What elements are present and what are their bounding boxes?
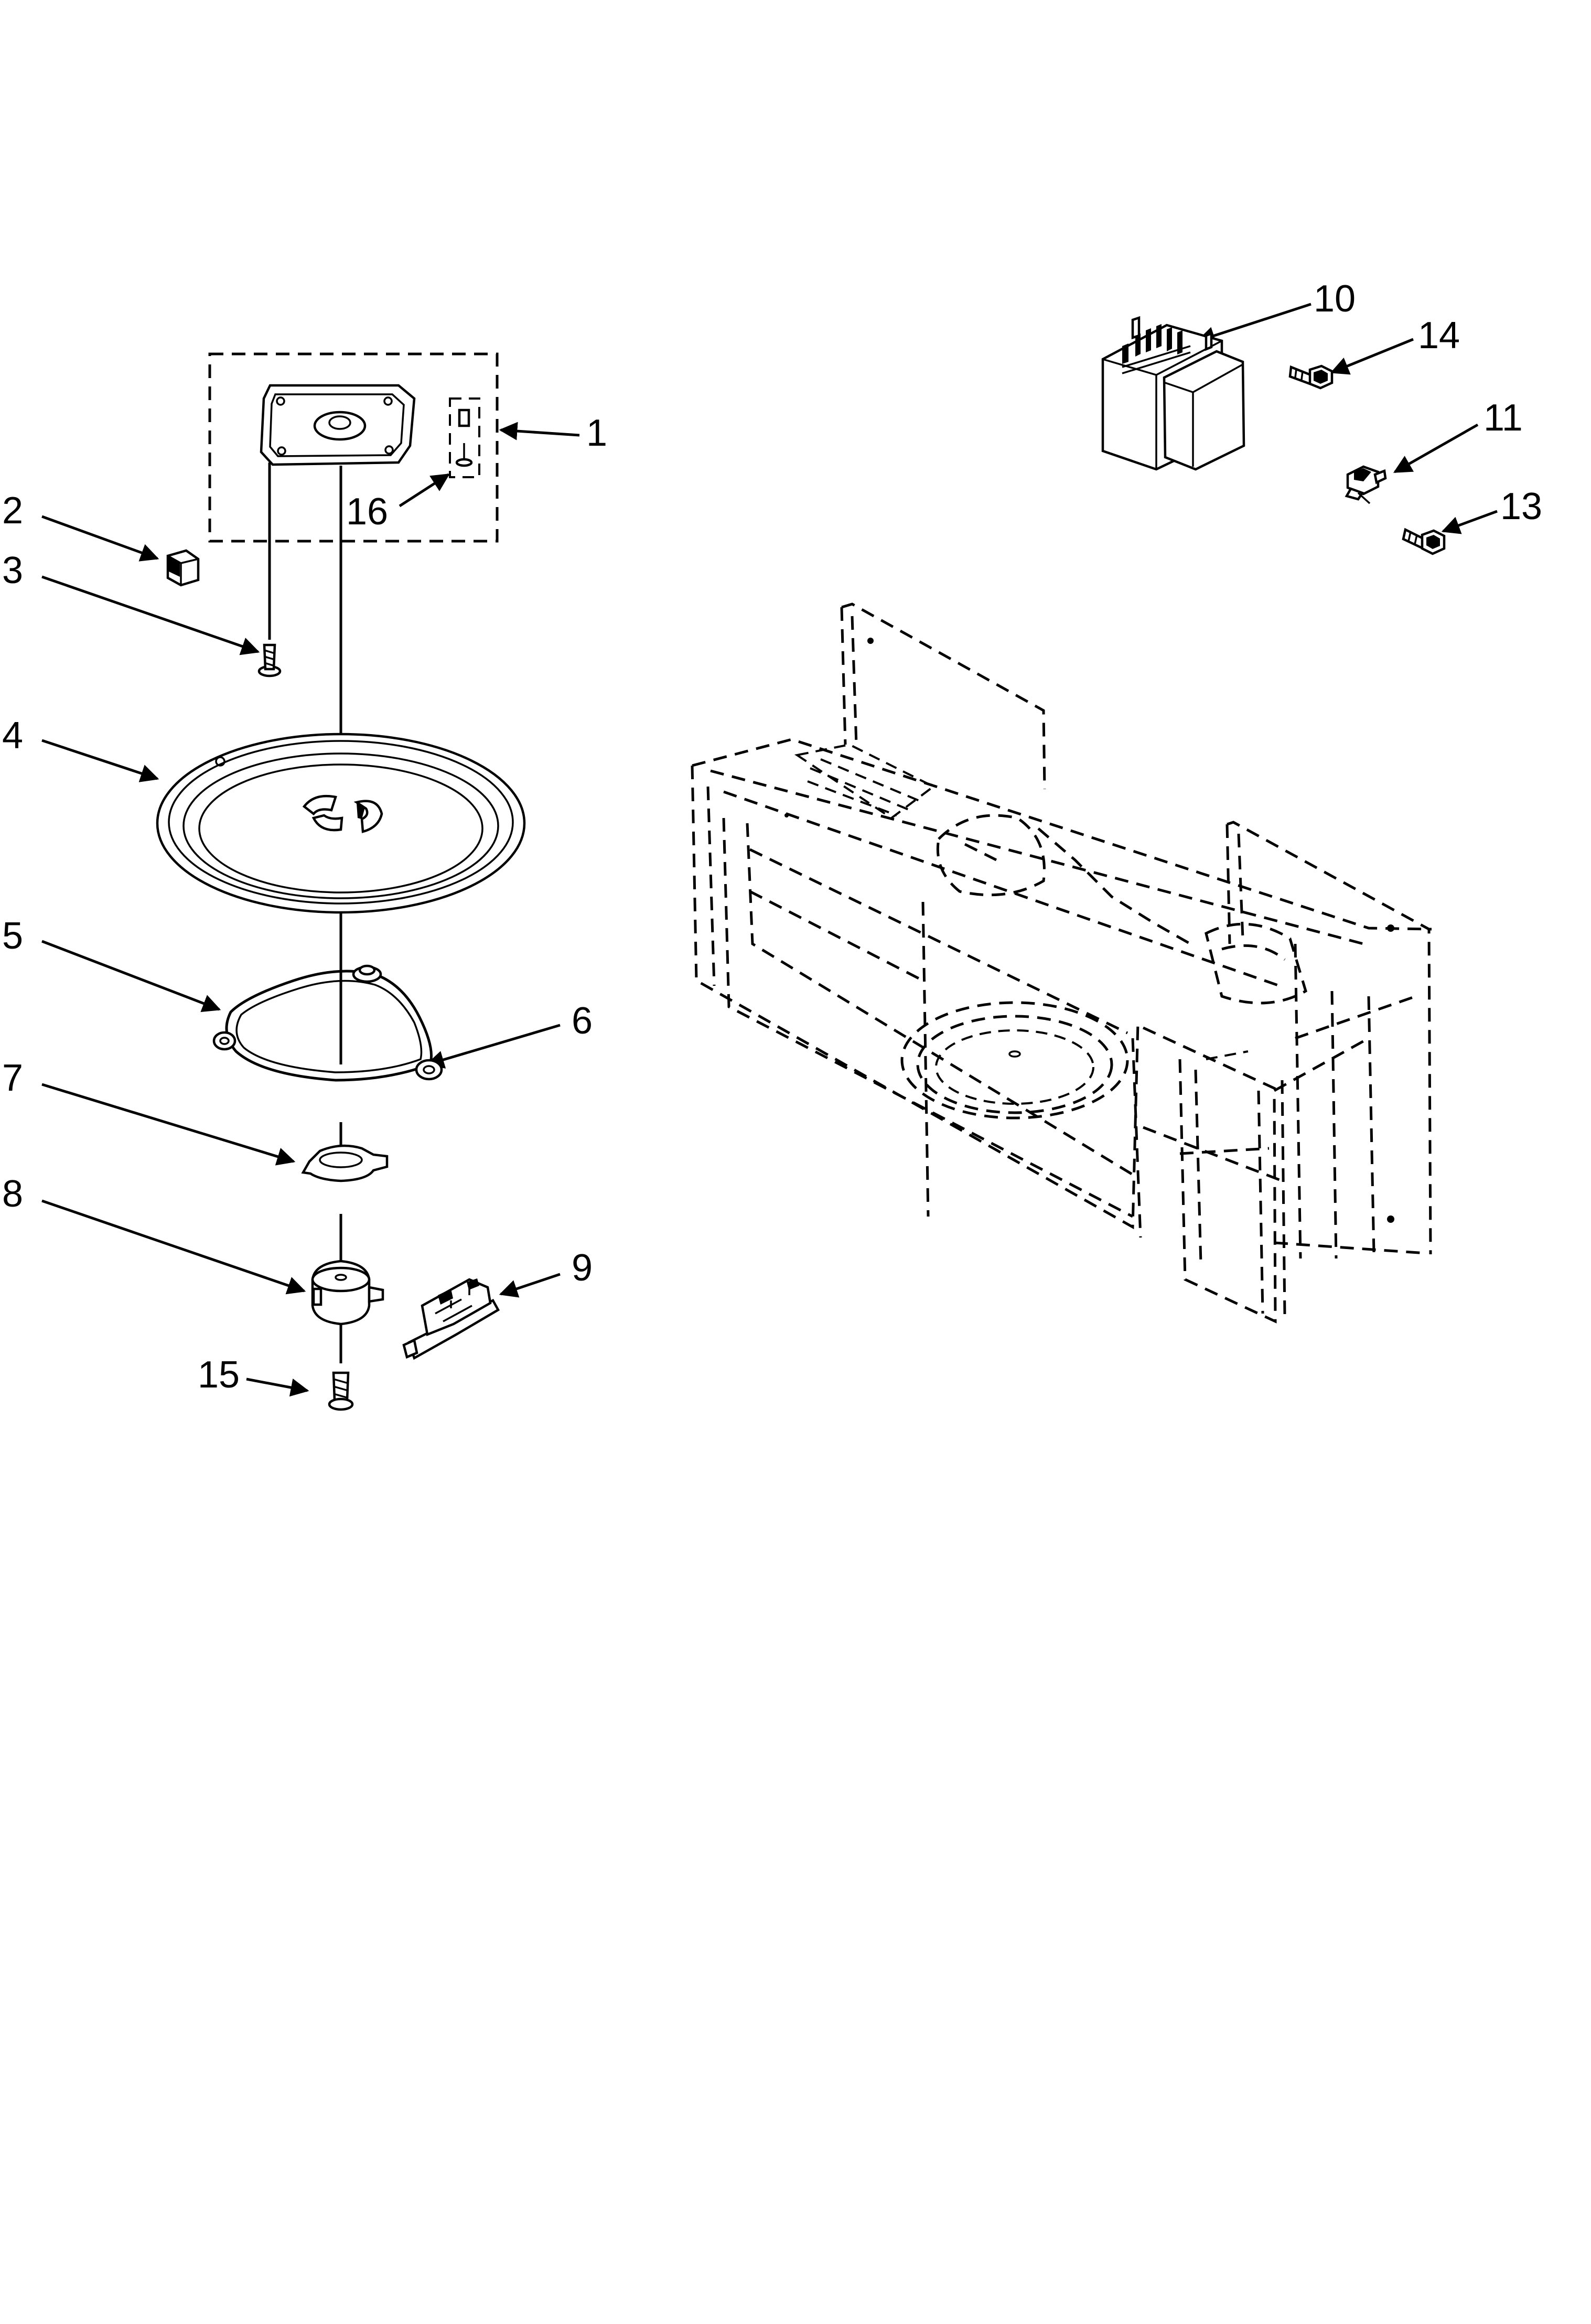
callout-2[interactable]: 2	[2, 490, 23, 532]
part-8-turntable-motor[interactable]	[311, 1260, 384, 1326]
callout-9[interactable]: 9	[572, 1247, 593, 1289]
part-15-screw[interactable]	[328, 1371, 354, 1411]
part-3-screw[interactable]	[257, 643, 282, 677]
callout-11[interactable]: 11	[1484, 397, 1523, 439]
callout-16[interactable]: 16	[346, 491, 388, 533]
callout-3[interactable]: 3	[2, 550, 23, 591]
callout-6[interactable]: 6	[572, 1000, 593, 1042]
callout-13[interactable]: 13	[1500, 486, 1542, 528]
callout-15[interactable]: 15	[198, 1354, 240, 1396]
part-2-coupler[interactable]	[166, 549, 200, 587]
part-7-coupler[interactable]	[301, 1144, 389, 1182]
callout-14[interactable]: 14	[1418, 315, 1460, 357]
part-6-roller[interactable]	[415, 1059, 443, 1081]
callout-4[interactable]: 4	[2, 715, 23, 757]
callout-7[interactable]: 7	[2, 1057, 23, 1099]
part-14-screw[interactable]	[1288, 364, 1334, 390]
leader-lines	[41, 303, 1498, 1397]
part-13-screw[interactable]	[1402, 528, 1446, 555]
part-5-roller-ring[interactable]	[212, 964, 433, 1082]
callout-1[interactable]: 1	[586, 412, 607, 454]
callout-8[interactable]: 8	[2, 1173, 23, 1215]
part-9-motor-bracket[interactable]	[402, 1278, 500, 1360]
microwave-cavity-outline	[691, 602, 1432, 1324]
callout-10[interactable]: 10	[1314, 278, 1356, 320]
part-4-turntable-tray[interactable]	[156, 733, 526, 914]
part-1-bracket-assembly[interactable]	[208, 352, 499, 543]
part-10-transformer[interactable]	[1101, 316, 1245, 471]
callout-5[interactable]: 5	[2, 915, 23, 957]
part-11-thermostat[interactable]	[1345, 465, 1387, 504]
